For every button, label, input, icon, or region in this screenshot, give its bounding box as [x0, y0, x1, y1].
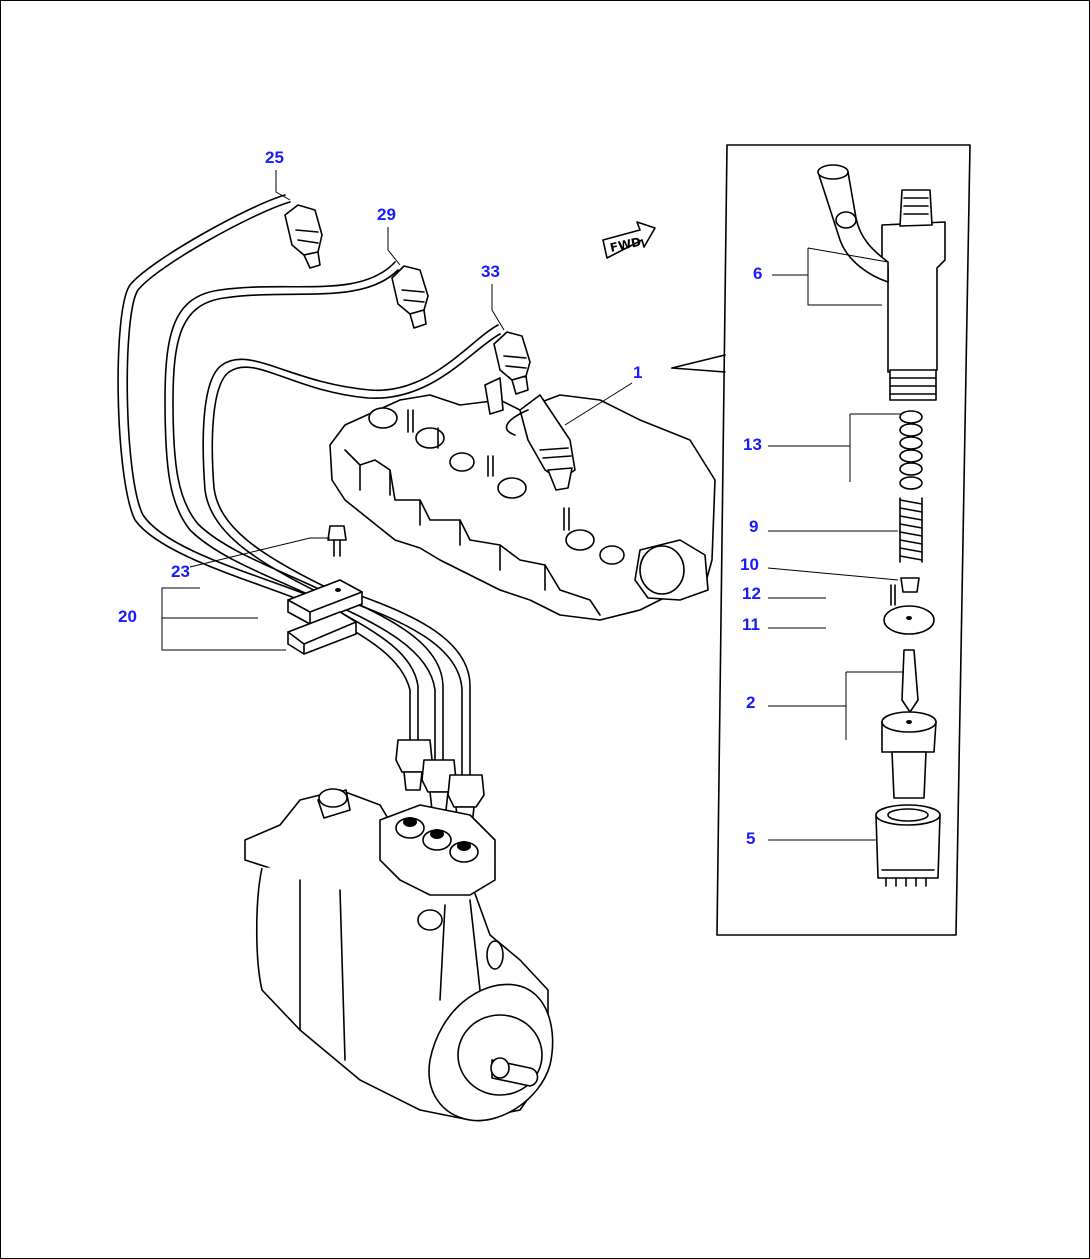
callout-5[interactable]: 5: [746, 829, 756, 848]
callout-6[interactable]: 6: [753, 264, 763, 283]
callout-2[interactable]: 2: [746, 693, 756, 712]
injector-exploded: [817, 164, 946, 887]
pipe-end-nut-25: [284, 204, 323, 269]
injector-detail-box: [671, 144, 971, 936]
cylinder-head: [329, 377, 716, 621]
callout-23[interactable]: 23: [171, 562, 190, 581]
callout-1[interactable]: 1: [633, 363, 643, 382]
callout-13[interactable]: 13: [743, 435, 762, 454]
callout-11[interactable]: 11: [742, 615, 760, 634]
callout-12[interactable]: 12: [742, 584, 761, 603]
callout-33[interactable]: 33: [481, 262, 500, 281]
forward-arrow-icon: FWD: [602, 221, 656, 259]
callout-25[interactable]: 25: [265, 148, 284, 167]
pipe-clamp: [287, 525, 363, 655]
injector-installed: [505, 394, 576, 491]
pipe-end-nut-29: [391, 265, 429, 329]
leader-lines: [161, 170, 904, 841]
fwd-label: FWD: [609, 235, 643, 255]
callout-20[interactable]: 20: [118, 607, 137, 626]
callout-10[interactable]: 10: [740, 555, 759, 574]
callout-29[interactable]: 29: [377, 205, 396, 224]
pipe-end-nut-33: [493, 331, 531, 395]
injection-pump: [244, 788, 554, 1122]
callout-9[interactable]: 9: [749, 517, 759, 536]
